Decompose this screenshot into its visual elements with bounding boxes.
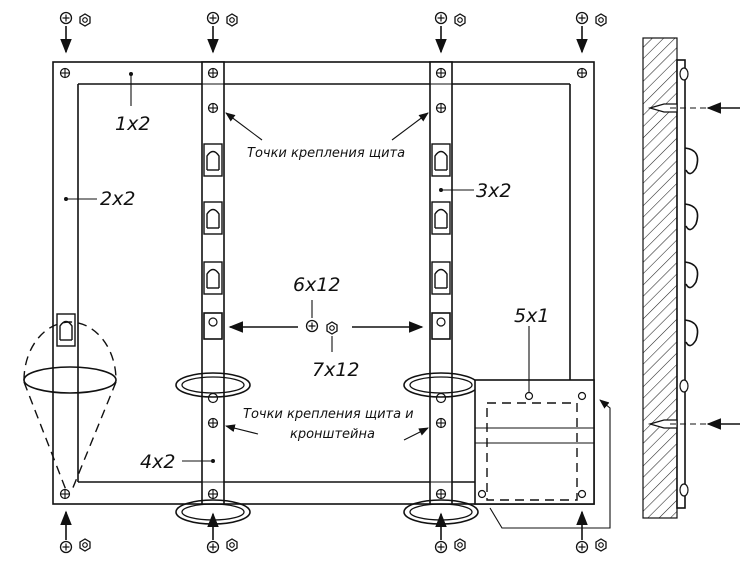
- stile-right-inner: [429, 61, 453, 505]
- label-rail-top: 1x2: [115, 113, 150, 135]
- stile-left-inner: [201, 61, 225, 505]
- label-stile-lower: 4x2: [140, 451, 175, 473]
- note-mounting-points-bracket-line1: Точки крепления щита и: [243, 407, 414, 422]
- label-stile-side: 2x2: [100, 188, 135, 210]
- label-stile-inner: 3x2: [476, 180, 511, 202]
- note-mounting-points-bracket-line2: кронштейна: [290, 427, 375, 442]
- box-5x1: [474, 379, 595, 505]
- label-box: 5x1: [514, 305, 549, 327]
- bottom-fasteners: [59, 510, 607, 554]
- label-screw: 6x12: [293, 274, 341, 296]
- label-nut: 7x12: [312, 359, 360, 381]
- center-fastener: [228, 300, 424, 352]
- side-view: [642, 37, 740, 519]
- left-hook-slot: [56, 313, 76, 347]
- top-fasteners: [59, 11, 607, 54]
- extinguisher-dashed: [23, 321, 117, 491]
- note-mounting-points: Точки крепления щита: [247, 146, 405, 161]
- leaders: [64, 72, 611, 529]
